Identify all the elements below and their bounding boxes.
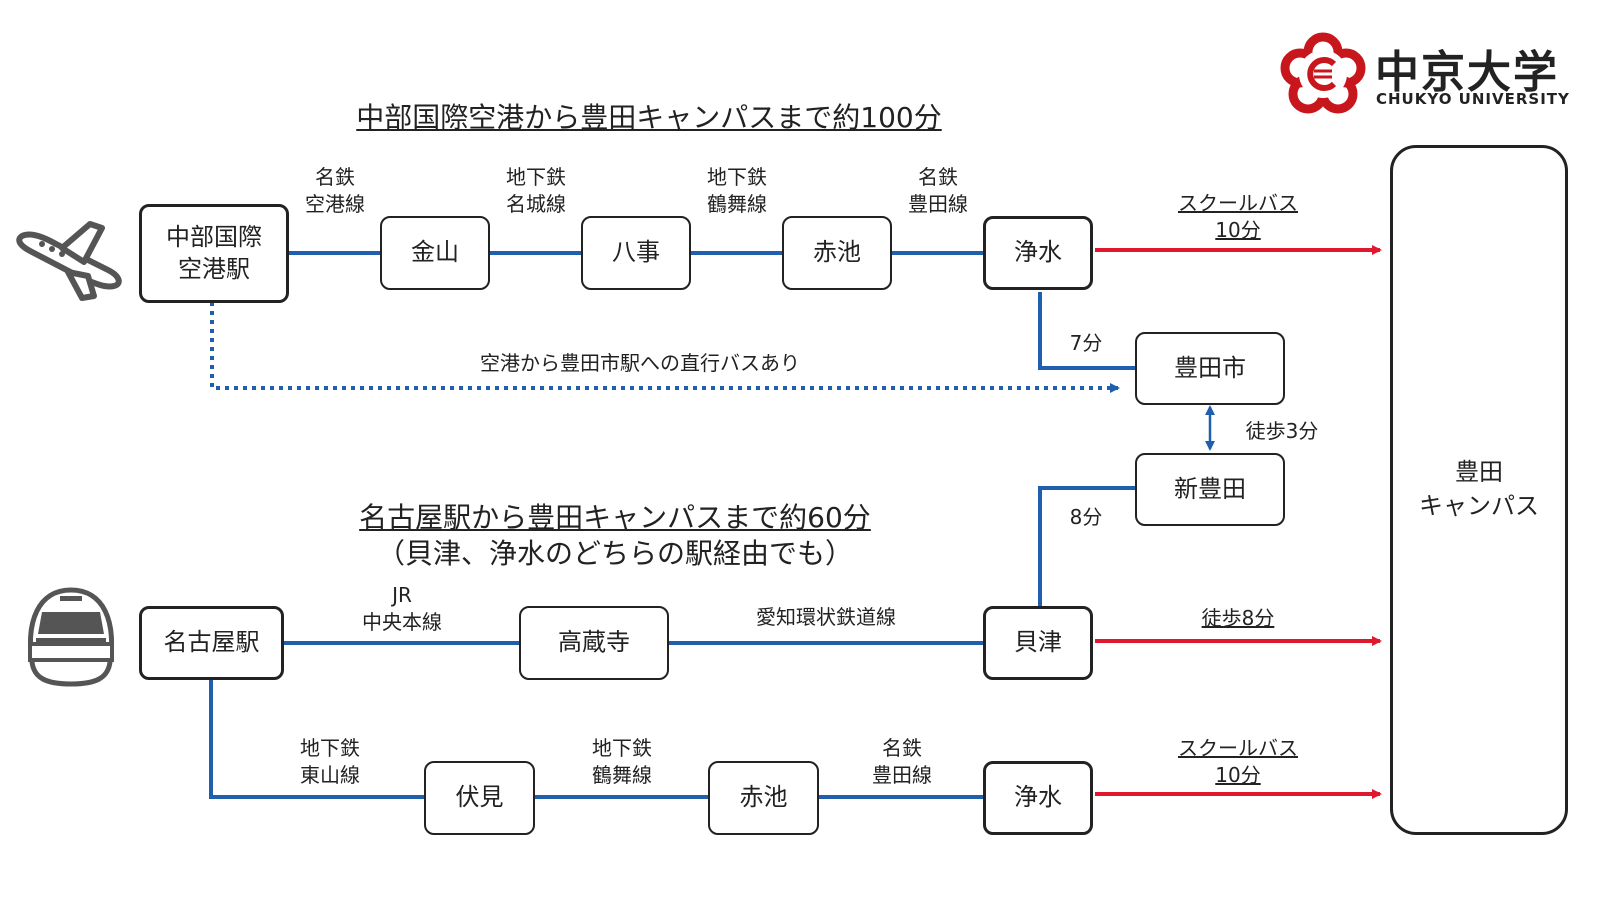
label-7min: 7分 xyxy=(1069,331,1103,355)
station-nagoya: 名古屋駅 xyxy=(139,606,284,680)
label-school-bus-1-text: スクールバス 10分 xyxy=(1178,191,1298,242)
label-meijo: 地下鉄 名城線 xyxy=(506,165,566,216)
heading-nagoya: 名古屋駅から豊田キャンパスまで約60分 xyxy=(359,501,871,534)
campus-line-1: 豊田 xyxy=(1455,458,1503,487)
chukyo-logo-icon xyxy=(1280,32,1366,114)
line-josui-toyotashi xyxy=(1038,292,1137,370)
label-tsurumai-2: 地下鉄 鶴舞線 xyxy=(592,736,652,787)
toyota-campus: 豊田 キャンパス xyxy=(1390,145,1568,835)
station-fushimi: 伏見 xyxy=(424,761,535,835)
station-takakuraji: 高蔵寺 xyxy=(519,606,669,680)
airplane-icon xyxy=(16,221,122,301)
label-meitetsu-toyota-1: 名鉄 豊田線 xyxy=(908,165,968,216)
label-walk-8min-text: 徒歩8分 xyxy=(1201,606,1275,630)
station-shintoyota: 新豊田 xyxy=(1135,453,1285,526)
label-walk-3min: 徒歩3分 xyxy=(1245,419,1319,443)
label-meitetsu-toyota-2: 名鉄 豊田線 xyxy=(872,736,932,787)
label-school-bus-2: スクールバス 10分 xyxy=(1178,735,1298,789)
heading-airport: 中部国際空港から豊田キャンパスまで約100分 xyxy=(356,101,942,134)
label-jr-chuo: JR 中央本線 xyxy=(362,583,442,634)
label-direct-bus: 空港から豊田市駅への直行バスあり xyxy=(480,351,800,375)
station-akaike-2: 赤池 xyxy=(708,761,819,835)
station-kaizu: 貝津 xyxy=(983,606,1093,680)
shinkansen-icon xyxy=(28,587,114,687)
station-kanayama: 金山 xyxy=(380,216,490,290)
station-yagoto: 八事 xyxy=(581,216,691,290)
label-higashiyama: 地下鉄 東山線 xyxy=(300,736,360,787)
station-josui-2: 浄水 xyxy=(983,761,1093,835)
heading-nagoya-sub: （貝津、浄水のどちらの駅経由でも） xyxy=(376,537,854,570)
label-tsurumai-1: 地下鉄 鶴舞線 xyxy=(707,165,767,216)
logo-subtitle: CHUKYO UNIVERSITY xyxy=(1376,90,1570,108)
label-meitetsu-airport: 名鉄 空港線 xyxy=(305,165,365,216)
station-centrair: 中部国際 空港駅 xyxy=(139,204,289,303)
station-akaike-1: 赤池 xyxy=(782,216,892,290)
logo-name: 中京大学 xyxy=(1375,47,1559,98)
label-walk-8min: 徒歩8分 xyxy=(1202,605,1275,632)
campus-line-2: キャンパス xyxy=(1419,492,1539,520)
label-aichi-kanjo: 愛知環状鉄道線 xyxy=(756,605,896,629)
line-direct-bus xyxy=(210,302,1120,393)
line-shintoyota-kaizu xyxy=(1038,486,1137,608)
station-josui-1: 浄水 xyxy=(983,216,1093,290)
station-toyotashi: 豊田市 xyxy=(1135,332,1285,405)
line-nagoya-fushimi xyxy=(209,680,426,799)
label-8min: 8分 xyxy=(1069,505,1103,529)
label-school-bus-2-text: スクールバス 10分 xyxy=(1178,736,1298,787)
label-school-bus-1: スクールバス 10分 xyxy=(1178,190,1298,244)
